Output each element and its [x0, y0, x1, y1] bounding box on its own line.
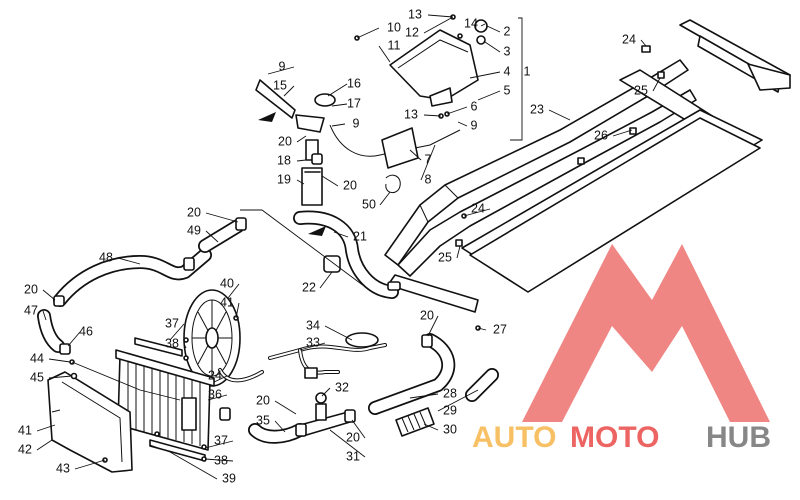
- callout-39: 39: [222, 471, 236, 485]
- direction-arrow: [258, 112, 276, 122]
- callout-24: 24: [622, 32, 636, 46]
- callout-9: 9: [279, 59, 286, 73]
- callout-5: 5: [504, 83, 511, 97]
- direction-arrow: [308, 226, 326, 236]
- callout-4: 4: [504, 64, 511, 78]
- callout-3: 3: [504, 44, 511, 58]
- callout-45: 45: [30, 370, 44, 384]
- callout-13: 13: [408, 7, 422, 21]
- callout-17: 17: [347, 96, 361, 110]
- callout-32: 32: [335, 380, 349, 394]
- hose-clamp-50: [385, 174, 401, 193]
- cooling-fan: [183, 289, 241, 387]
- rear-frame: [461, 19, 791, 293]
- corrugated-hose: [395, 407, 435, 437]
- callout-26: 26: [594, 128, 608, 142]
- callout-9: 9: [471, 118, 478, 132]
- callout-31: 31: [346, 449, 360, 463]
- watermark-text: AUTO MOTO HUB: [472, 421, 771, 454]
- callout-41: 41: [220, 295, 234, 309]
- callout-47: 47: [24, 303, 38, 317]
- watermark-hub: HUB: [706, 421, 771, 454]
- callout-42: 42: [18, 442, 32, 456]
- callout-37: 37: [165, 316, 179, 330]
- callout-24: 24: [471, 201, 485, 215]
- callout-20: 20: [24, 282, 38, 296]
- callout-1: 1: [524, 64, 531, 78]
- callout-49: 49: [187, 223, 201, 237]
- callout-25: 25: [438, 250, 452, 264]
- callout-18: 18: [277, 153, 291, 167]
- callout-20: 20: [343, 178, 357, 192]
- callout-37: 37: [214, 433, 228, 447]
- callout-25: 25: [634, 83, 648, 97]
- callout-15: 15: [273, 78, 287, 92]
- callout-6: 6: [471, 99, 478, 113]
- callout-7: 7: [425, 152, 432, 166]
- callout-20: 20: [346, 430, 360, 444]
- callout-48: 48: [99, 250, 113, 264]
- callout-12: 12: [405, 25, 419, 39]
- tee-fitting: [299, 392, 351, 437]
- coolant-reservoir: [389, 19, 488, 107]
- callout-20: 20: [256, 393, 270, 407]
- callout-9: 9: [353, 116, 360, 130]
- radiator-bracket-upper: [134, 337, 183, 357]
- callout-35: 35: [256, 413, 270, 427]
- callout-41: 41: [18, 423, 32, 437]
- watermark-moto: MOTO: [570, 421, 659, 454]
- callout-46: 46: [79, 324, 93, 338]
- callout-14: 14: [464, 16, 478, 30]
- callout-36: 36: [208, 387, 222, 401]
- callout-21: 21: [353, 229, 367, 243]
- filler-neck: [255, 79, 336, 206]
- callout-8: 8: [425, 172, 432, 186]
- radiator: [115, 349, 215, 451]
- decal: [381, 127, 419, 169]
- callout-23: 23: [530, 102, 544, 116]
- callout-34: 34: [306, 318, 320, 332]
- callout-16: 16: [347, 76, 361, 90]
- callout-20: 20: [187, 205, 201, 219]
- leader-lines: [36, 14, 661, 480]
- hose-clamps: [53, 45, 665, 437]
- wiring-harness: [268, 332, 387, 379]
- watermark-logo: [522, 244, 770, 422]
- callout-22: 22: [302, 280, 316, 294]
- watermark-auto: AUTO: [472, 421, 556, 454]
- callout-20: 20: [420, 308, 434, 322]
- overflow-hose: [329, 124, 461, 157]
- callout-30: 30: [443, 422, 457, 436]
- callout-10: 10: [387, 20, 401, 34]
- callout-40: 40: [220, 276, 234, 290]
- callout-38: 38: [214, 453, 228, 467]
- callout-11: 11: [388, 38, 401, 52]
- callout-29: 29: [443, 403, 457, 417]
- callout-50: 50: [362, 197, 376, 211]
- callout-44: 44: [30, 351, 44, 365]
- callout-24: 24: [208, 368, 222, 382]
- callout-27: 27: [493, 322, 507, 336]
- callout-33: 33: [306, 335, 320, 349]
- callout-38: 38: [165, 336, 179, 350]
- callout-43: 43: [56, 461, 70, 475]
- watermark-logo-mark: [522, 244, 770, 422]
- callout-2: 2: [504, 24, 511, 38]
- callout-13: 13: [404, 107, 418, 121]
- callout-19: 19: [277, 172, 291, 186]
- callout-20: 20: [278, 134, 292, 148]
- frame-rail: [384, 59, 697, 313]
- callout-28: 28: [443, 386, 457, 400]
